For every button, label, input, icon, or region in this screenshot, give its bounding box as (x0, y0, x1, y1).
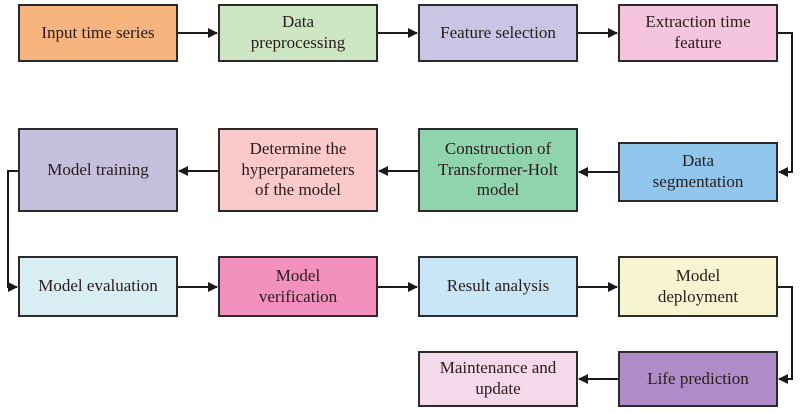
node-model-training: Model training (18, 128, 178, 212)
node-model-verification: Model verification (218, 256, 378, 317)
node-model-deployment-label: Model deployment (657, 265, 739, 306)
node-feature-selection-label: Feature selection (440, 22, 556, 42)
node-feature-selection: Feature selection (418, 4, 578, 62)
node-model-evaluation-label: Model evaluation (38, 276, 158, 296)
edge-training-to-evaluation (7, 170, 18, 292)
node-maintenance-and-update: Maintenance and update (418, 351, 578, 407)
node-model-verification-label: Model verification (258, 265, 338, 306)
node-determine-hyperparameters-label: Determine the hyperparameters of the mod… (241, 138, 355, 200)
node-determine-hyperparameters: Determine the hyperparameters of the mod… (218, 128, 378, 212)
node-data-preprocessing-label: Data preprocessing (250, 12, 346, 52)
node-life-prediction: Life prediction (618, 351, 778, 407)
node-extraction-time-feature-label: Extraction time feature (645, 12, 751, 52)
node-life-prediction-label: Life prediction (647, 368, 749, 388)
edge-extraction-to-segmentation (778, 32, 793, 177)
node-maintenance-and-update-label: Maintenance and update (439, 358, 557, 398)
node-model-training-label: Model training (47, 159, 149, 179)
node-model-deployment: Model deployment (618, 256, 778, 317)
node-data-preprocessing: Data preprocessing (218, 4, 378, 62)
node-result-analysis-label: Result analysis (446, 276, 550, 296)
node-data-segmentation: Data segmentation (618, 142, 778, 202)
node-construction-transformer-holt-label: Construction of Transformer-Holt model (438, 138, 558, 200)
node-extraction-time-feature: Extraction time feature (618, 4, 778, 62)
node-input-time-series-label: Input time series (41, 22, 155, 42)
node-construction-transformer-holt: Construction of Transformer-Holt model (418, 128, 578, 212)
node-data-segmentation-label: Data segmentation (652, 151, 744, 191)
node-result-analysis: Result analysis (418, 256, 578, 317)
node-input-time-series: Input time series (18, 4, 178, 62)
edge-deployment-to-life-prediction (778, 286, 793, 384)
node-model-evaluation: Model evaluation (18, 256, 178, 317)
